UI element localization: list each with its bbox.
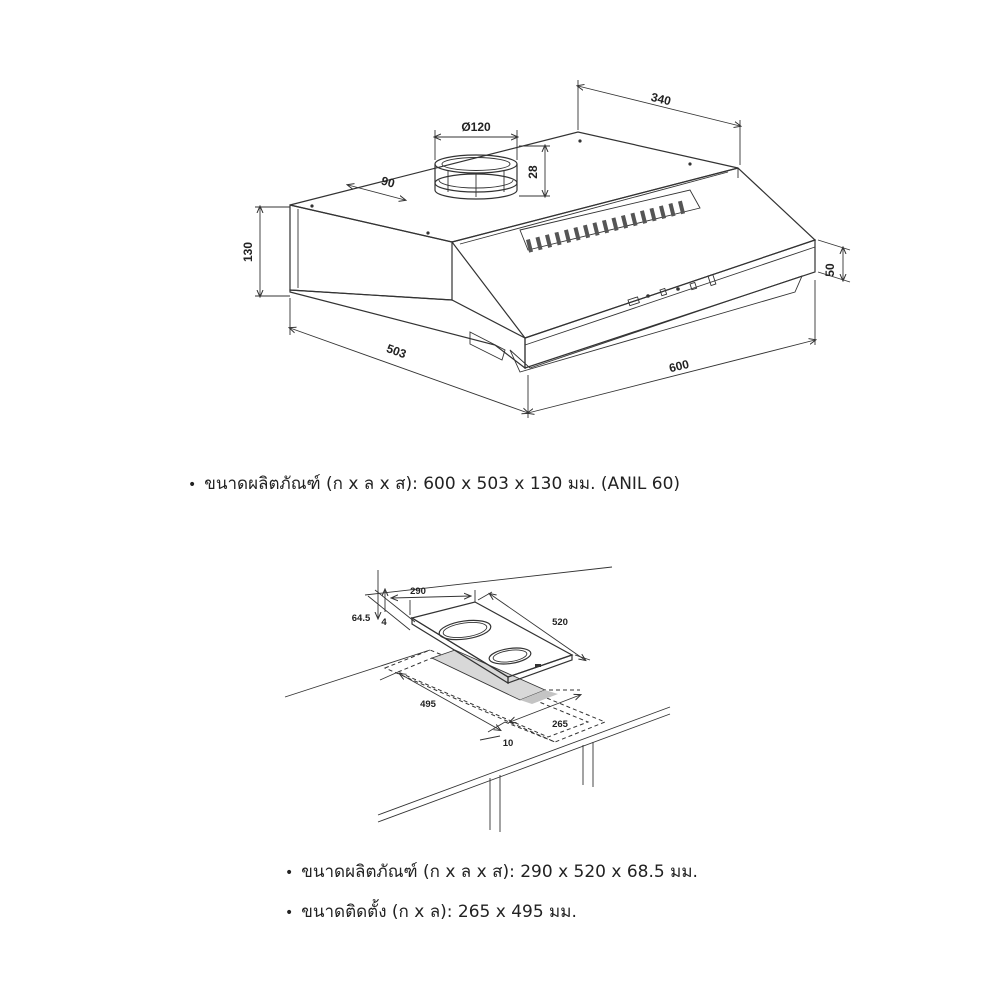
vent-slot	[535, 236, 543, 251]
cooker-hood-drawing: 340 Ø120 28 90 130 503 600 50	[241, 80, 851, 418]
vent-slot	[611, 217, 619, 232]
dim-label-hob-depth: 520	[552, 617, 568, 628]
hob-product-spec-text: ขนาดผลิตภัณฑ์ (ก x ล x ส): 290 x 520 x 6…	[301, 862, 698, 882]
hood-side-panel	[289, 204, 453, 301]
vent-slot	[630, 212, 638, 227]
dim-label-cutout-depth: 495	[420, 699, 437, 710]
worktop-front-edge	[377, 706, 671, 816]
hob-drawing: 290 520 64.5 4 495 265 10	[284, 566, 671, 832]
dim-label-height: 130	[241, 242, 255, 262]
bullet-icon: •	[285, 905, 294, 921]
hood-spec-line: • ขนาดผลิตภัณฑ์ (ก x ล x ส): 600 x 503 x …	[188, 470, 680, 497]
hob-product-spec-line: • ขนาดผลิตภัณฑ์ (ก x ล x ส): 290 x 520 x …	[285, 858, 698, 885]
dim-label-margin: 10	[503, 738, 514, 749]
vent-slot	[649, 207, 657, 222]
hob-install-spec-text: ขนาดติดตั้ง (ก x ล): 265 x 495 มม.	[301, 902, 577, 922]
vent-slot	[583, 224, 591, 239]
bullet-icon: •	[188, 477, 197, 493]
vent-slot	[678, 200, 686, 215]
vent-slot	[526, 239, 534, 253]
dim-label-front-lip: 50	[823, 263, 837, 277]
dim-label-duct-offset: 90	[380, 174, 397, 191]
vent-slot	[621, 215, 629, 229]
dim-label-duct-height: 28	[526, 165, 540, 179]
vent-slot	[573, 227, 581, 241]
dim-label-hob-width: 290	[410, 586, 426, 597]
vent-slot	[592, 222, 600, 236]
worktop-back-edge	[364, 566, 613, 596]
hob-controls	[535, 664, 541, 667]
vent-slot	[564, 229, 572, 244]
vent-slot	[602, 219, 610, 234]
dim-label-width: 600	[668, 357, 691, 376]
dim-label-cutout-width: 265	[552, 719, 569, 730]
hood-spec-text: ขนาดผลิตภัณฑ์ (ก x ล x ส): 600 x 503 x 1…	[204, 474, 681, 494]
dim-label-hob-height: 64.5	[352, 613, 371, 624]
hood-dimension-lines	[255, 80, 851, 418]
large-burner-zone	[438, 619, 492, 641]
duct-collar	[434, 154, 518, 200]
control-panel	[627, 273, 717, 307]
hood-front-lip	[524, 239, 816, 369]
bullet-icon: •	[285, 865, 294, 881]
dim-label-glass-thickness: 4	[381, 617, 387, 628]
dim-label-depth: 503	[385, 341, 409, 361]
dim-label-top-depth: 340	[650, 90, 673, 109]
hob-install-spec-line: • ขนาดติดตั้ง (ก x ล): 265 x 495 มม.	[285, 898, 577, 925]
dim-label-duct-diameter: Ø120	[461, 120, 491, 134]
vent-slot	[668, 203, 676, 217]
vent-slot	[659, 205, 667, 220]
hob-dimension-lines	[378, 570, 591, 741]
vent-slot	[545, 234, 553, 248]
hood-front-slope	[450, 167, 817, 339]
vent-slot	[554, 231, 562, 246]
vent-grille	[519, 189, 701, 251]
worktop-left-edge	[284, 649, 431, 698]
vent-slot	[640, 210, 648, 224]
